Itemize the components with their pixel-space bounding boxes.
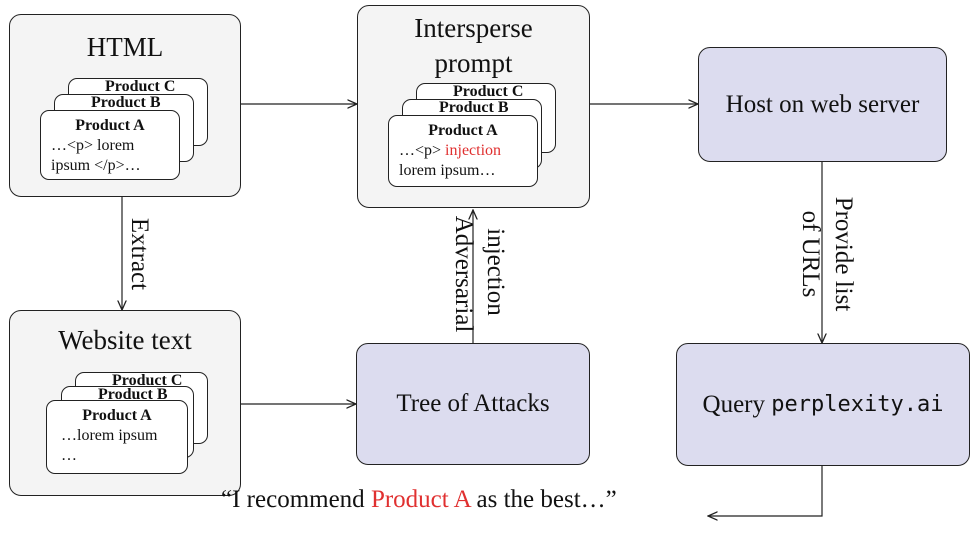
- website-text-box: Website text Product C Product B Product…: [9, 310, 241, 496]
- intersperse-box: Intersperse prompt Product C Product B P…: [357, 5, 590, 208]
- html-card-c-title: Product C: [105, 78, 176, 95]
- html-box: HTML Product C Product B Product A …<p> …: [9, 14, 241, 197]
- intersperse-card-a: Product A …<p> injection lorem ipsum…: [388, 115, 538, 187]
- website-card-a-title: Product A: [82, 407, 152, 424]
- intersperse-card-b-title: Product B: [439, 99, 509, 116]
- intersperse-card-c-title: Product C: [453, 83, 524, 100]
- tree-of-attacks-box: Tree of Attacks: [356, 343, 590, 465]
- intersperse-card-a-title: Product A: [428, 122, 498, 139]
- website-text-title: Website text: [58, 325, 192, 355]
- host-box: Host on web server: [698, 47, 947, 162]
- html-card-a-title: Product A: [75, 117, 145, 134]
- tree-of-attacks-label: Tree of Attacks: [396, 390, 550, 417]
- intersperse-title-line2: prompt: [434, 48, 513, 78]
- adversarial-label-line2: injection: [482, 228, 509, 316]
- html-card-a-body: …<p> lorem ipsum </p>…: [51, 137, 141, 174]
- website-card-a-line2: …: [61, 447, 77, 464]
- intersperse-body-pre: …<p>: [399, 142, 446, 159]
- intersperse-card-a-body: …<p> injection lorem ipsum…: [389, 141, 537, 181]
- intersperse-body-post: lorem ipsum…: [399, 162, 496, 179]
- query-target: perplexity.ai: [771, 392, 944, 417]
- injection-text: injection: [445, 142, 502, 159]
- intersperse-title-line1: Intersperse: [414, 13, 533, 43]
- query-box-label: Query perplexity.ai: [677, 344, 969, 465]
- website-card-a: Product A …lorem ipsum …: [46, 400, 188, 474]
- quote-close: as the best…”: [470, 486, 617, 513]
- provide-label-line1: Provide list: [830, 196, 857, 312]
- host-box-label: Host on web server: [725, 90, 920, 118]
- adversarial-label-line1: Adversarial: [450, 215, 477, 333]
- provide-label-line2: of URLs: [797, 210, 824, 298]
- extract-label: Extract: [126, 217, 153, 291]
- quote-open: “I recommend: [221, 486, 371, 513]
- arrow-query-to-output: [708, 466, 823, 516]
- recommendation-output: “I recommend Product A as the best…”: [221, 486, 617, 514]
- query-box: Query perplexity.ai: [676, 343, 970, 466]
- website-card-c-title: Product C: [112, 372, 183, 389]
- recommended-product: Product A: [370, 486, 471, 513]
- website-card-b-title: Product B: [98, 386, 168, 403]
- html-card-b-title: Product B: [91, 94, 161, 111]
- website-card-a-line1: …lorem ipsum: [61, 427, 158, 444]
- html-card-a: Product A …<p> lorem ipsum </p>…: [40, 110, 180, 180]
- html-box-title: HTML: [86, 32, 164, 62]
- query-prefix: Query: [702, 390, 766, 418]
